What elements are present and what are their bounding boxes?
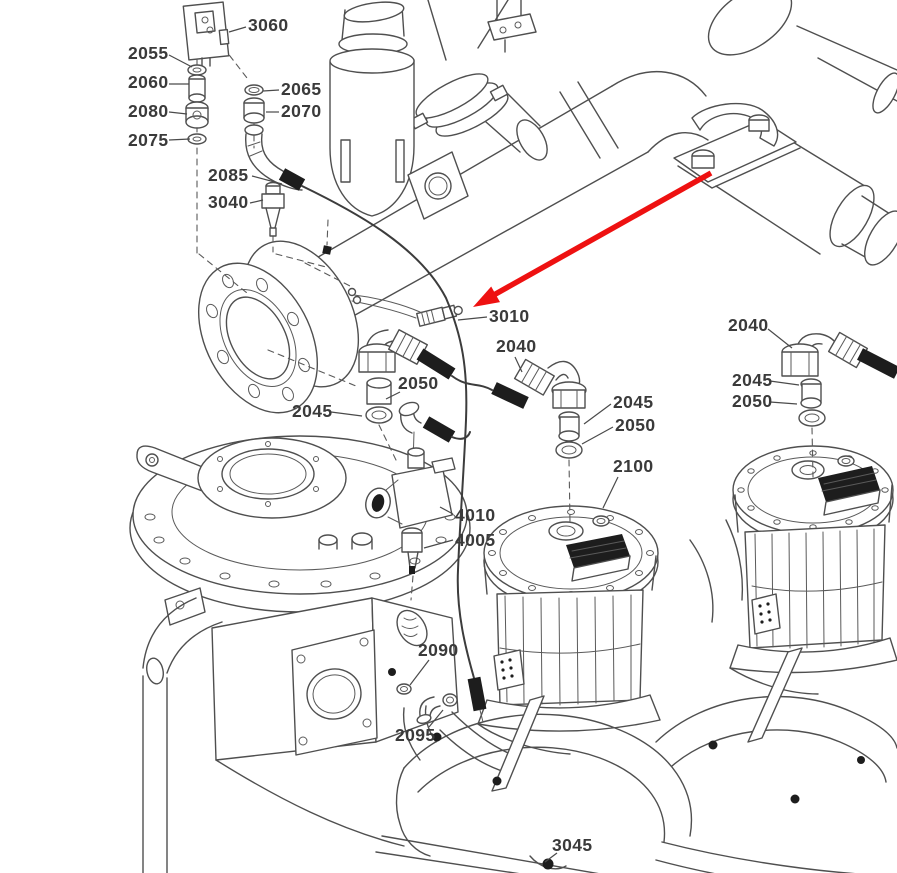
pipe-saddle-clamp xyxy=(673,102,801,189)
part-label-2050-left: 2050 xyxy=(398,373,439,393)
elbow-hose-center xyxy=(491,358,587,523)
part-label-2045-mid: 2045 xyxy=(613,392,654,412)
part-label-2080: 2080 xyxy=(128,101,169,121)
pump-base-plate xyxy=(129,435,471,613)
part-label-2095: 2095 xyxy=(395,725,436,745)
part-label-3040: 3040 xyxy=(208,192,249,212)
part-label-4010: 4010 xyxy=(455,505,496,525)
red-arrow-head xyxy=(473,286,500,307)
part-label-3060: 3060 xyxy=(248,15,289,35)
leader-lines xyxy=(168,26,800,863)
part-label-2050-mid: 2050 xyxy=(615,415,656,435)
part-label-2045-right: 2045 xyxy=(732,370,773,390)
part-label-2050-right: 2050 xyxy=(732,391,773,411)
switch-and-fittings xyxy=(182,1,357,387)
part-label-2100: 2100 xyxy=(613,456,654,476)
part-label-2045-left: 2045 xyxy=(292,401,333,421)
part-label-4005: 4005 xyxy=(455,530,496,550)
part-label-2090: 2090 xyxy=(418,640,459,660)
sensor-3010 xyxy=(347,287,463,327)
pipe-flange xyxy=(197,240,360,414)
expansion-tank xyxy=(322,1,415,255)
elbow-hose-left xyxy=(358,329,493,461)
red-callout-arrow xyxy=(473,170,713,307)
part-label-2085: 2085 xyxy=(208,165,249,185)
main-pipe xyxy=(276,71,897,340)
part-label-2075: 2075 xyxy=(128,130,169,150)
valve-assembly xyxy=(365,431,456,601)
motor-unit-center xyxy=(477,505,661,732)
pump-pedestal xyxy=(142,587,459,873)
part-label-2055: 2055 xyxy=(128,43,169,63)
part-label-2070: 2070 xyxy=(281,101,322,121)
part-label-2040-center: 2040 xyxy=(496,336,537,356)
part-labels: 3060 2055 2060 2080 2075 2065 2070 2085 … xyxy=(128,15,773,855)
part-label-2065: 2065 xyxy=(281,79,322,99)
upper-branch-pipe xyxy=(409,0,548,161)
volute-casings xyxy=(215,519,897,873)
upper-right-pipes xyxy=(707,0,897,114)
elbow-hose-right xyxy=(781,331,897,478)
capillary-cable xyxy=(301,185,487,724)
part-label-3010: 3010 xyxy=(489,306,530,326)
part-label-2040-right: 2040 xyxy=(728,315,769,335)
part-label-2060: 2060 xyxy=(128,72,169,92)
part-label-3045: 3045 xyxy=(552,835,593,855)
top-bracket xyxy=(487,0,537,53)
pipe-bracket-plate xyxy=(407,151,469,220)
motor-unit-right xyxy=(729,445,897,674)
red-arrow-shaft xyxy=(490,170,713,299)
